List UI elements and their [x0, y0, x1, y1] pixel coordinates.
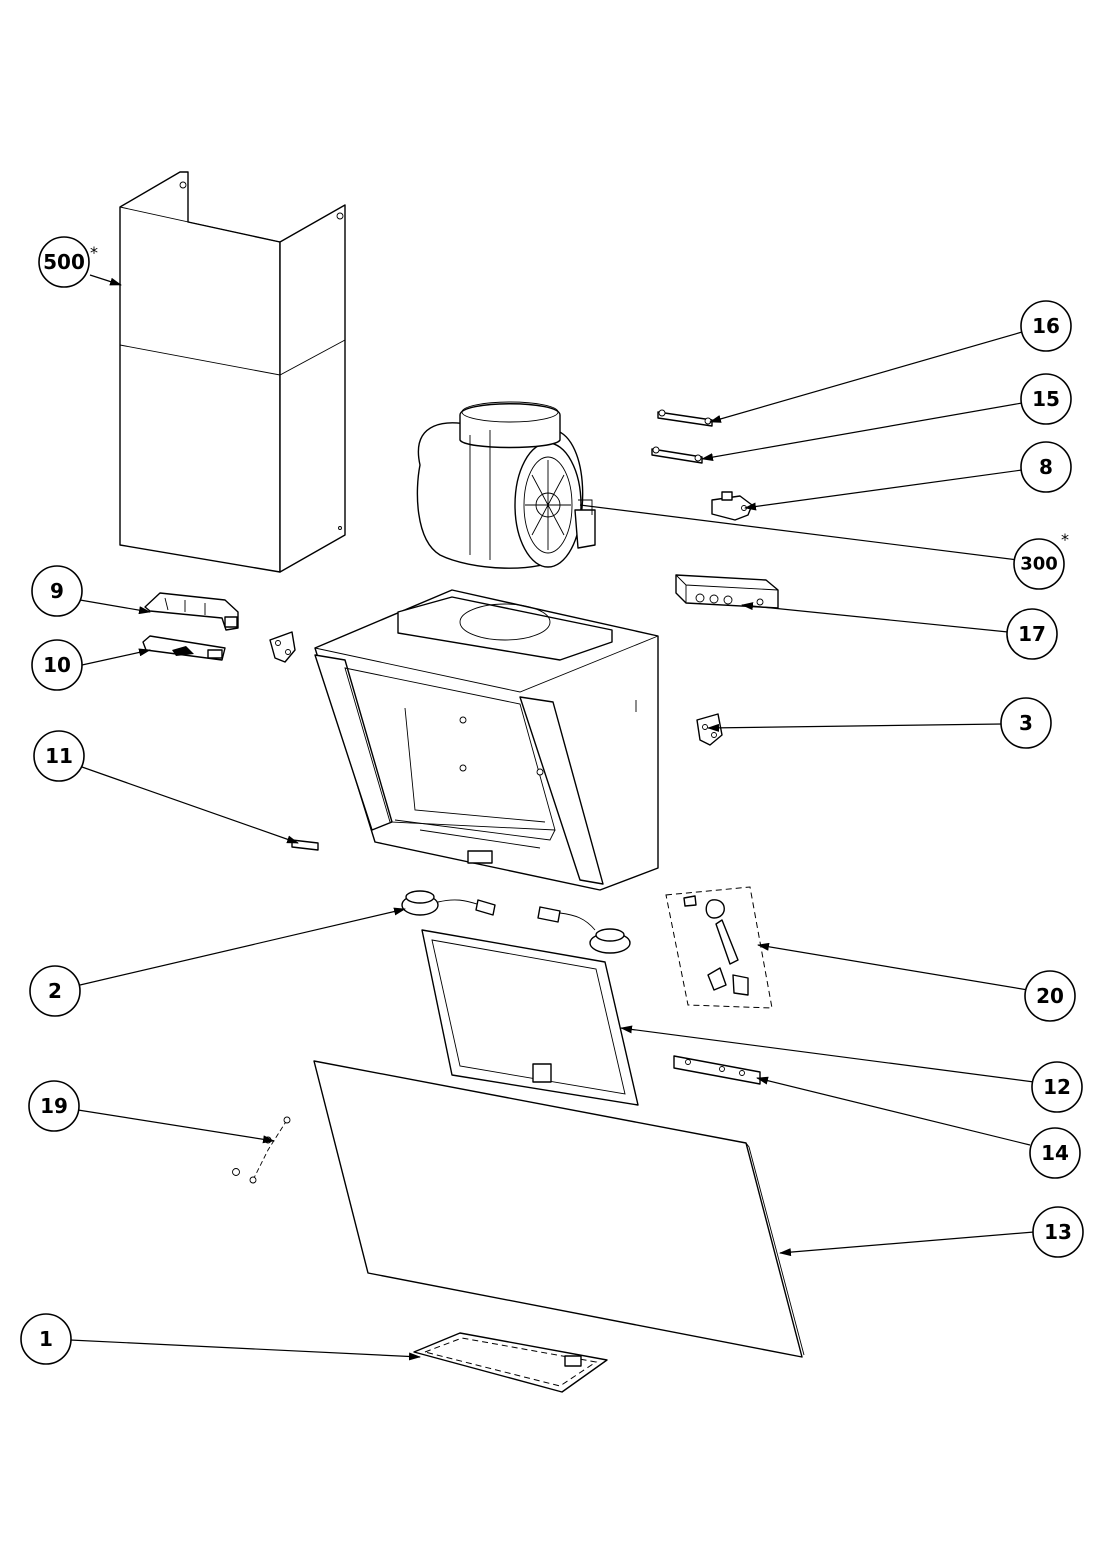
callout-3: 3 [1000, 697, 1052, 749]
callout-300-label: 300 [1020, 554, 1058, 575]
fittings-20-group [665, 886, 773, 1009]
callout-2-label: 2 [48, 979, 62, 1003]
screws-19-part [232, 1116, 291, 1184]
callout-12: 12 [1031, 1061, 1083, 1113]
callout-9: 9 [31, 565, 83, 617]
callout-10-label: 10 [43, 653, 71, 677]
callout-19-label: 19 [40, 1094, 68, 1118]
lamps-2-part [401, 890, 631, 954]
bracket-15-part [651, 446, 703, 464]
callout-9-label: 9 [50, 579, 64, 603]
callout-12-label: 12 [1043, 1075, 1071, 1099]
chimney-cover-part [119, 171, 346, 573]
callout-1-label: 1 [39, 1327, 53, 1351]
bracket-9-part [144, 592, 239, 631]
callout-17: 17 [1006, 608, 1058, 660]
control-box-17-part [675, 574, 779, 609]
switch-8-part [711, 491, 753, 521]
glass-panel-13-part [313, 1060, 805, 1358]
callout-13-label: 13 [1044, 1220, 1072, 1244]
callout-14: 14 [1029, 1127, 1081, 1179]
callout-15: 15 [1020, 373, 1072, 425]
callout-19: 19 [28, 1080, 80, 1132]
blower-motor-part [416, 401, 596, 569]
rail-14-part [673, 1055, 761, 1085]
bracket-16-part [657, 409, 713, 427]
callout-500: 500 * [38, 236, 98, 288]
callout-10: 10 [31, 639, 83, 691]
callout-13: 13 [1032, 1206, 1084, 1258]
callout-16-label: 16 [1032, 314, 1060, 338]
callout-20: 20 [1024, 970, 1076, 1022]
callout-3-label: 3 [1019, 711, 1033, 735]
bracket-3-part [696, 713, 723, 746]
leader-lines [69, 274, 1035, 1361]
callout-500-label: 500 [43, 250, 85, 274]
callout-16: 16 [1020, 300, 1072, 352]
callout-14-label: 14 [1041, 1141, 1069, 1165]
callout-15-label: 15 [1032, 387, 1060, 411]
bottom-plate-1-part [413, 1332, 608, 1393]
callout-11-label: 11 [45, 744, 73, 768]
callout-8: 8 [1020, 441, 1072, 493]
callout-17-label: 17 [1018, 622, 1046, 646]
hood-body-part [314, 589, 659, 891]
callout-1: 1 [20, 1313, 72, 1365]
callout-500-asterisk: * [90, 243, 98, 262]
callout-300-asterisk: * [1061, 530, 1069, 549]
clip-11-part [291, 839, 319, 851]
callout-11: 11 [33, 730, 85, 782]
callout-20-label: 20 [1036, 984, 1064, 1008]
callout-8-label: 8 [1039, 455, 1053, 479]
small-bracket-part [269, 631, 296, 663]
light-10-part [142, 635, 226, 661]
filter-panel-12-part [421, 929, 639, 1106]
callout-300: 300 * [1013, 530, 1069, 590]
callout-2: 2 [29, 965, 81, 1017]
